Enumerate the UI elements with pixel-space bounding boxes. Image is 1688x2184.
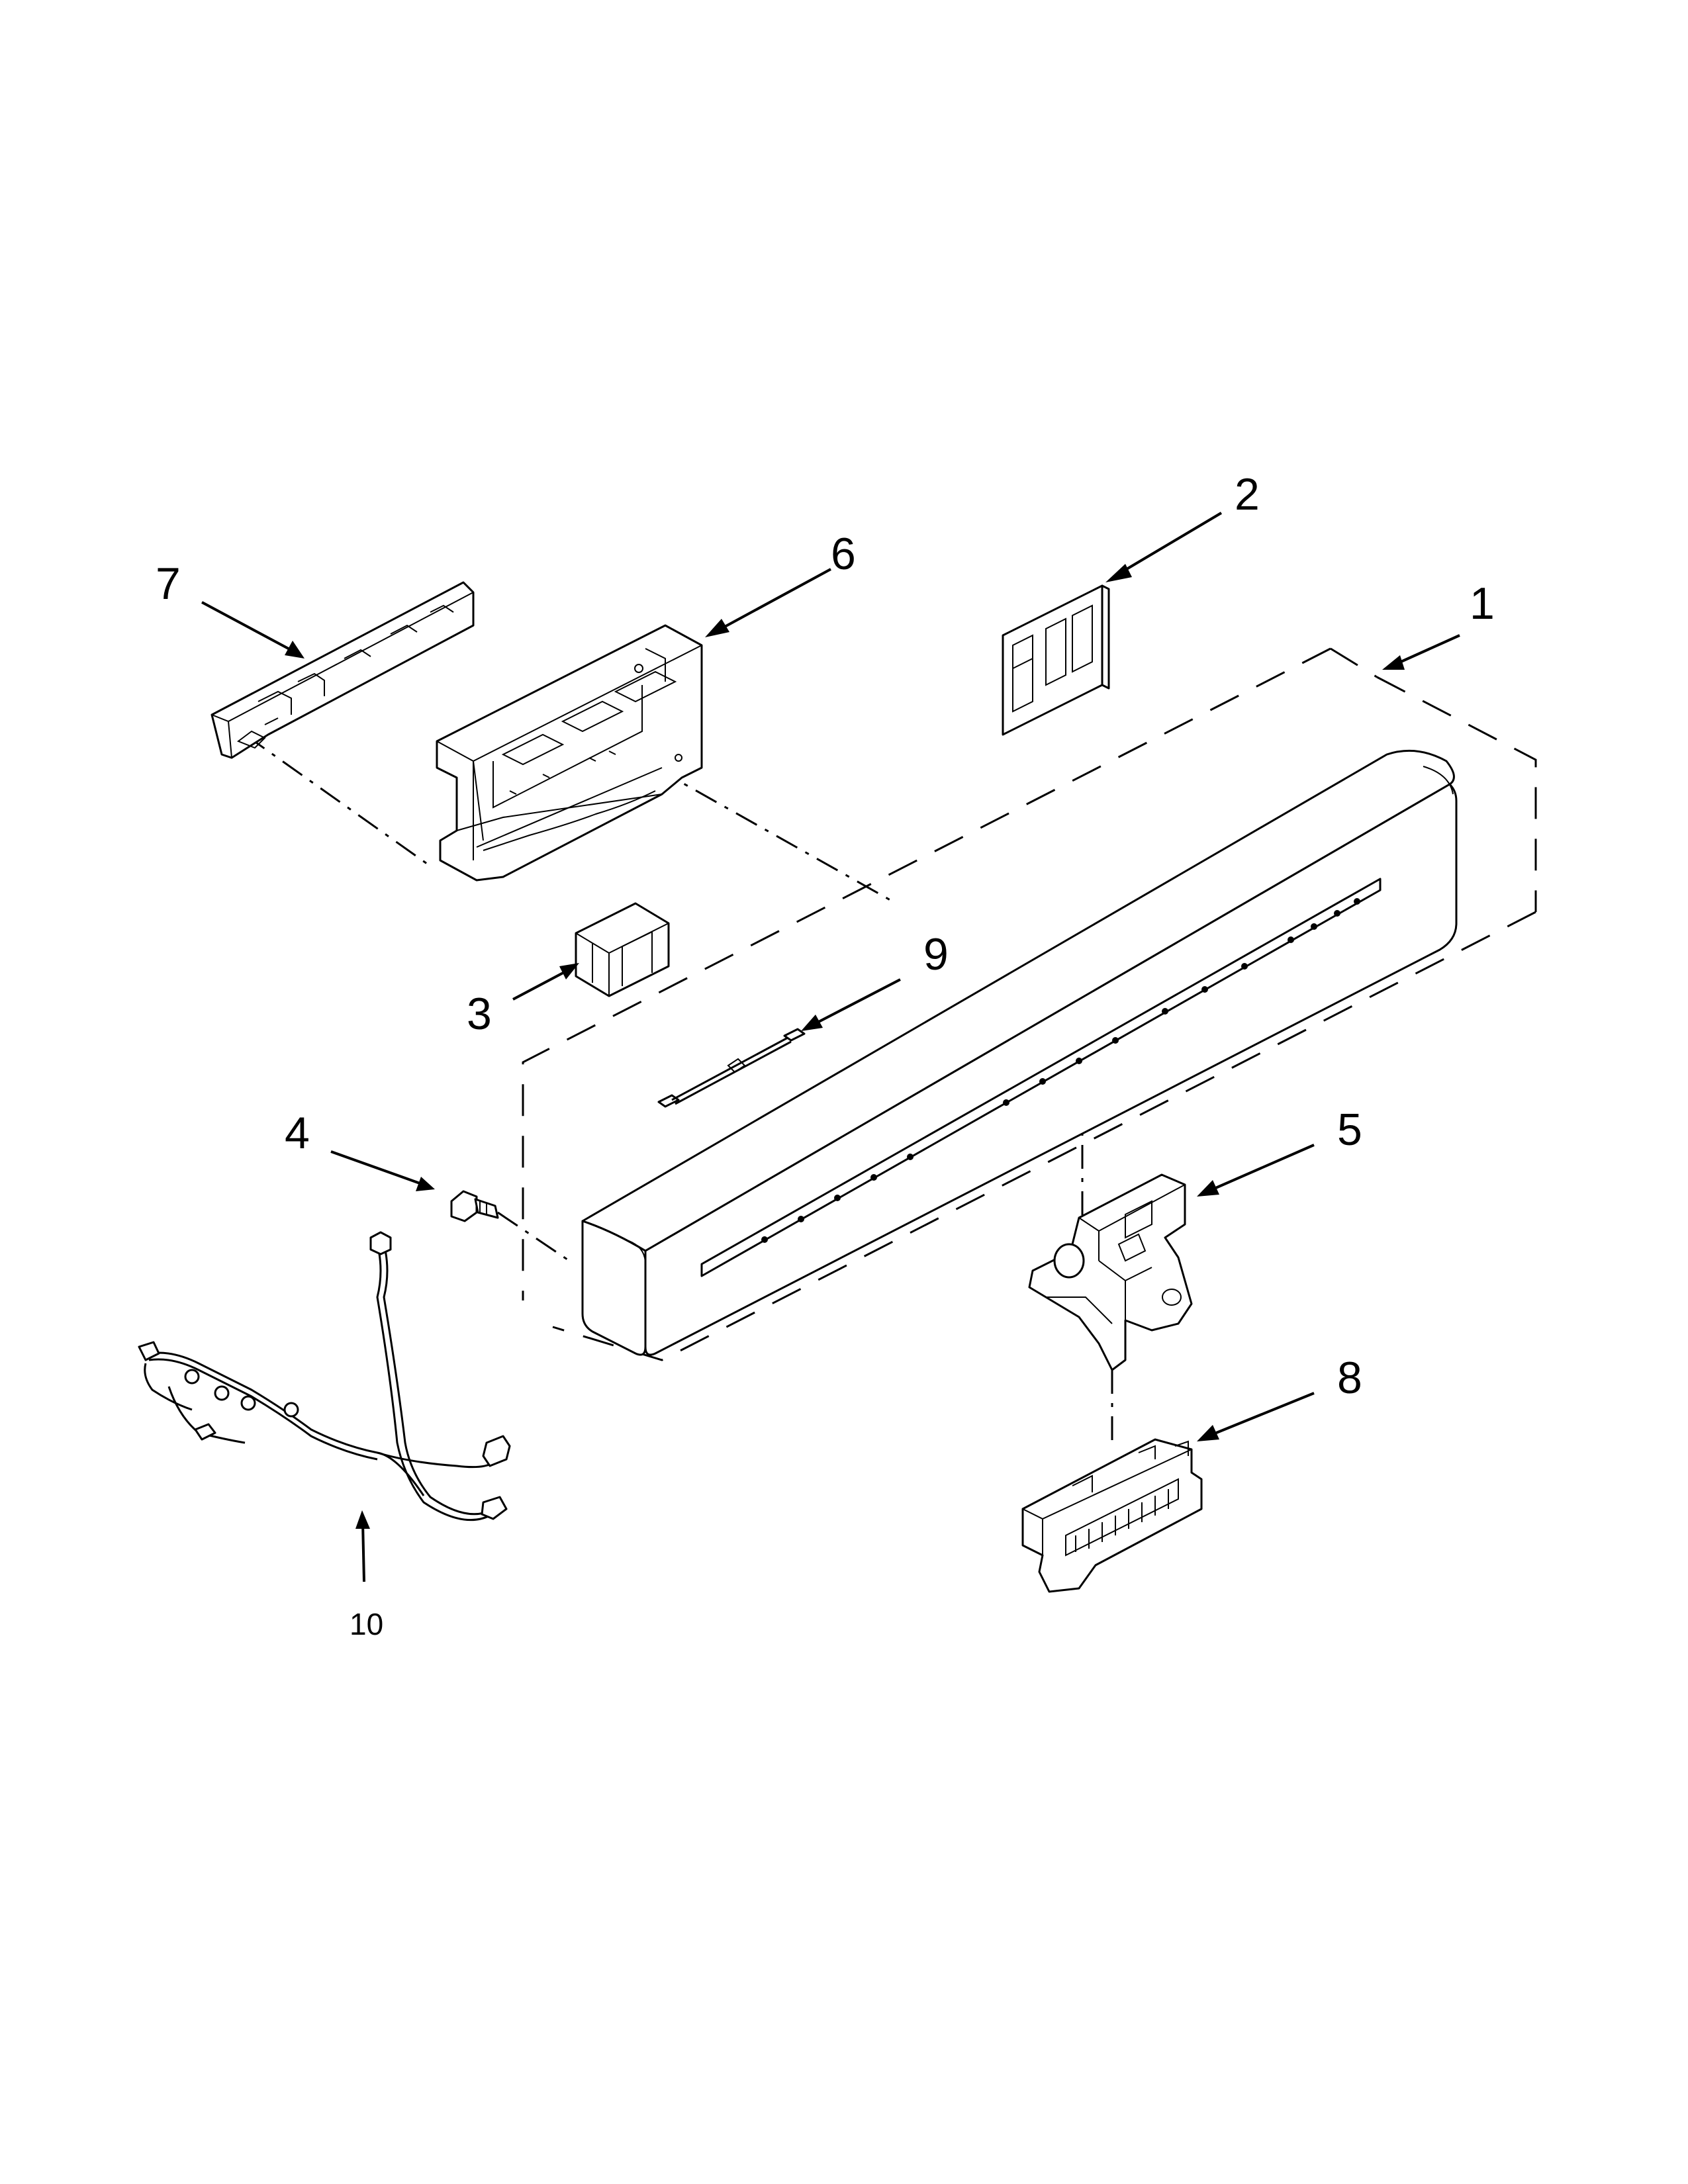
latch-part-5 <box>1028 1173 1193 1371</box>
tray-part-8 <box>1021 1438 1203 1593</box>
callout-9: 9 <box>923 929 949 979</box>
arrowhead-3 <box>559 963 579 979</box>
leader-arrows <box>201 512 1460 1582</box>
leader-arrow-7 <box>201 601 295 653</box>
arrowhead-4 <box>416 1177 435 1191</box>
arrowhead-2 <box>1105 564 1132 582</box>
assembly-phantom-outline <box>522 647 1537 1361</box>
callout-numbers: 2 1 6 7 3 9 4 5 8 10 <box>156 469 1495 1641</box>
arrowhead-6 <box>705 619 729 637</box>
leader-arrow-8 <box>1207 1392 1315 1437</box>
arrowhead-1 <box>1382 655 1405 670</box>
arrowhead-7 <box>285 641 305 659</box>
leader-arrow-4 <box>330 1150 424 1186</box>
control-housing-part-6 <box>436 624 703 882</box>
callout-3: 3 <box>467 989 492 1039</box>
arrowhead-8 <box>1197 1425 1219 1441</box>
leader-arrow-10 <box>361 1522 365 1582</box>
arrowhead-5 <box>1197 1180 1219 1197</box>
rail-part-7 <box>211 581 475 759</box>
leader-arrow-9 <box>810 978 901 1027</box>
callout-5: 5 <box>1337 1105 1362 1155</box>
callout-6: 6 <box>831 529 856 579</box>
alignment-lines <box>244 733 1113 1446</box>
leader-arrow-1 <box>1393 634 1460 666</box>
callout-8: 8 <box>1337 1353 1362 1403</box>
callout-1: 1 <box>1470 578 1495 629</box>
wire-harness-part-9 <box>657 1028 806 1108</box>
control-panel-part-1 <box>581 749 1458 1356</box>
wire-harness-part-10 <box>138 1231 511 1522</box>
leader-arrow-5 <box>1207 1144 1315 1193</box>
screw-part-4 <box>450 1190 499 1222</box>
leader-arrow-3 <box>512 968 570 1001</box>
callout-7: 7 <box>156 559 181 609</box>
callout-4: 4 <box>285 1108 310 1158</box>
callout-10: 10 <box>350 1607 383 1641</box>
button-dots <box>761 898 1360 1243</box>
clip-part-3 <box>575 902 670 997</box>
leader-arrow-2 <box>1114 512 1223 577</box>
leader-arrow-6 <box>714 568 831 633</box>
callout-2: 2 <box>1235 469 1260 520</box>
bracket-part-2 <box>1002 584 1110 736</box>
arrowhead-10 <box>355 1510 370 1529</box>
arrowhead-9 <box>801 1015 823 1031</box>
